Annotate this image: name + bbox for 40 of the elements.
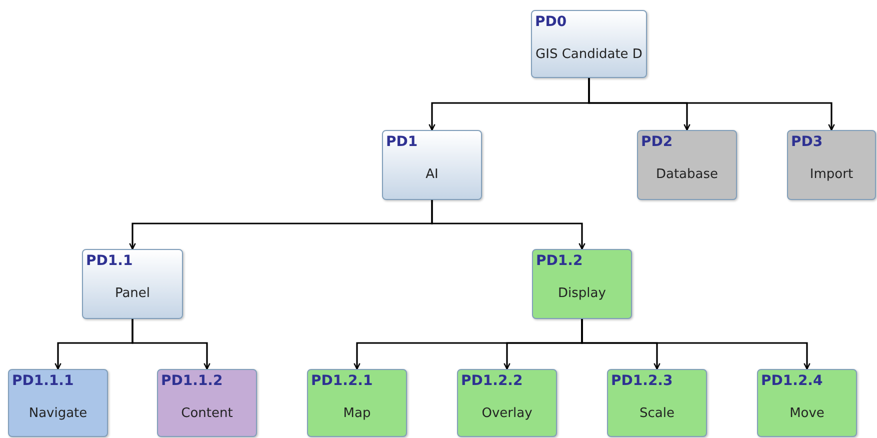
process-box [382, 130, 482, 200]
node-label: Panel [114, 285, 152, 303]
process-box [307, 369, 407, 437]
process-box [531, 10, 647, 78]
node-label: Navigate [28, 405, 88, 423]
connector-arrow [132, 319, 210, 370]
node-label: Database [654, 166, 720, 184]
node-id: PD1.2.1 [311, 372, 373, 391]
node-label: Overlay [480, 405, 534, 423]
process-box [457, 369, 557, 437]
node-label: Display [557, 285, 607, 303]
node-label: Move [788, 405, 826, 423]
process-box [637, 130, 737, 200]
node-id: PD1.1.2 [161, 372, 223, 391]
node-label: Map [342, 405, 372, 423]
connector-arrow [581, 319, 810, 370]
node-label: GIS Candidate D [534, 46, 644, 64]
node-label: Import [808, 166, 854, 184]
process-box [8, 369, 108, 437]
node-label: Scale [638, 405, 676, 423]
connector-arrow [431, 200, 586, 250]
node-id: PD1 [386, 133, 418, 152]
node-id: PD3 [791, 133, 823, 152]
node-id: PD1.2 [536, 252, 583, 271]
node-id: PD1.2.4 [761, 372, 823, 391]
connector-arrow [588, 78, 835, 131]
node-id: PD1.2.3 [611, 372, 673, 391]
process-box [82, 249, 183, 319]
node-id: PD0 [535, 13, 567, 32]
node-id: PD1.2.2 [461, 372, 523, 391]
node-label: Content [180, 405, 234, 423]
node-id: PD2 [641, 133, 673, 152]
process-box [787, 130, 876, 200]
process-box [157, 369, 257, 437]
node-id: PD1.1 [86, 252, 133, 271]
node-label: AI [424, 166, 440, 184]
process-box [757, 369, 857, 437]
process-box [607, 369, 707, 437]
process-box [532, 249, 632, 319]
node-id: PD1.1.1 [12, 372, 74, 391]
